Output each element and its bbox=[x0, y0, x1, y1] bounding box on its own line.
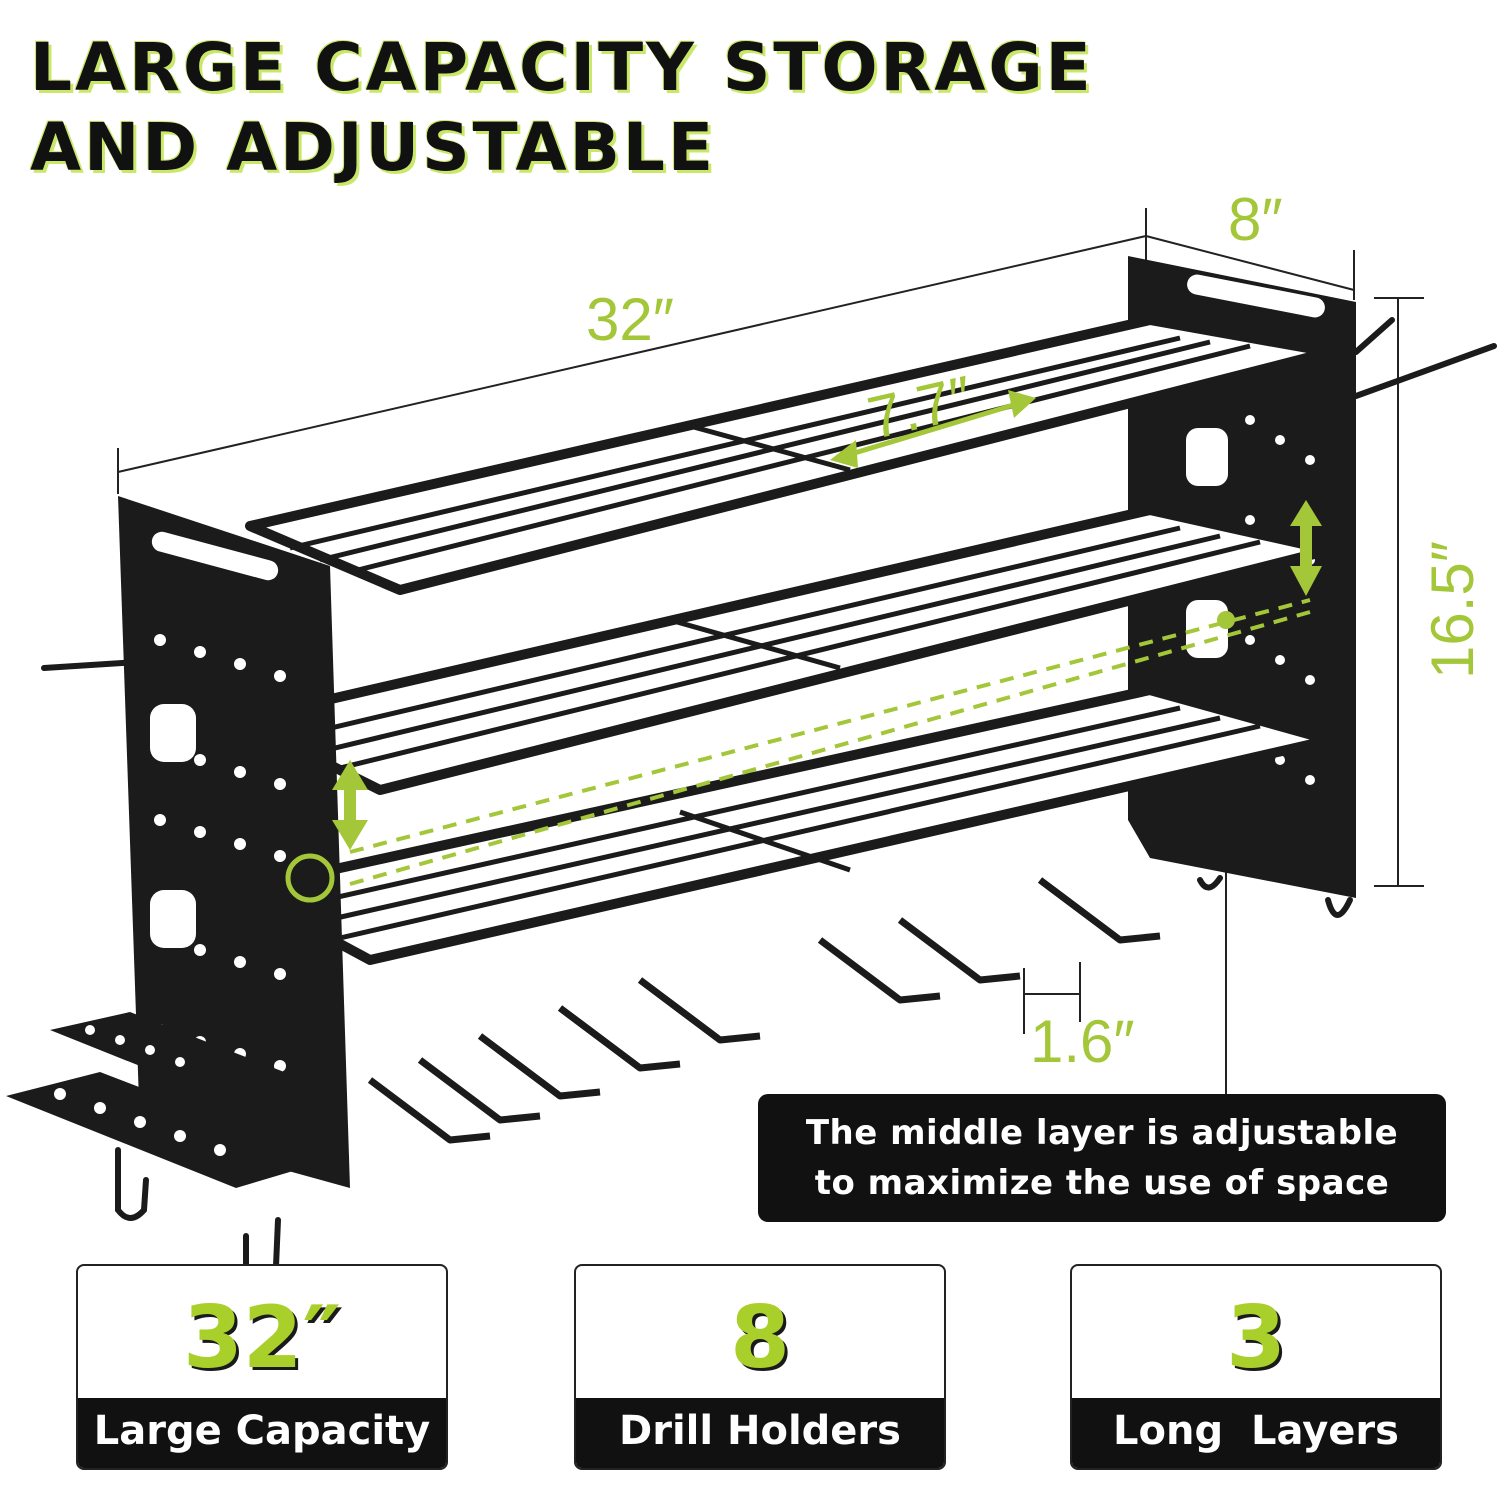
headline: LARGE CAPACITY STORAGE AND ADJUSTABLE bbox=[30, 28, 1094, 188]
feature-card-layers: 3 Long Layers bbox=[1070, 1264, 1442, 1470]
hooks bbox=[41, 317, 1497, 1278]
feature-value: 32″ bbox=[182, 1288, 342, 1388]
adjustable-layer-callout: The middle layer is adjustable to maximi… bbox=[758, 1094, 1446, 1222]
feature-value: 3 bbox=[1226, 1288, 1286, 1388]
holder-gap-dimension-label: 1.6″ bbox=[1030, 1008, 1135, 1075]
feature-card-capacity: 32″ Large Capacity bbox=[76, 1264, 448, 1470]
depth-dimension-label: 8″ bbox=[1228, 186, 1283, 253]
drill-holders bbox=[367, 877, 1161, 1144]
feature-label: Long Layers bbox=[1072, 1398, 1440, 1468]
feature-label: Drill Holders bbox=[576, 1398, 944, 1468]
top-shelf bbox=[245, 315, 1335, 595]
bit-trays bbox=[6, 1012, 330, 1188]
left-side-panel bbox=[118, 496, 350, 1188]
headline-line-1: LARGE CAPACITY STORAGE bbox=[30, 29, 1094, 106]
feature-card-drill-holders: 8 Drill Holders bbox=[574, 1264, 946, 1470]
height-dimension-label: 16.5″ bbox=[1419, 540, 1486, 679]
callout-line-2: to maximize the use of space bbox=[814, 1163, 1390, 1203]
bottom-shelf bbox=[235, 685, 1335, 965]
callout-line-1: The middle layer is adjustable bbox=[805, 1113, 1399, 1153]
headline-line-2: AND ADJUSTABLE bbox=[30, 109, 717, 186]
feature-value: 8 bbox=[730, 1288, 790, 1388]
feature-label: Large Capacity bbox=[78, 1398, 446, 1468]
length-dimension-label: 32″ bbox=[586, 286, 674, 353]
adjustment-indicators bbox=[285, 390, 1322, 903]
